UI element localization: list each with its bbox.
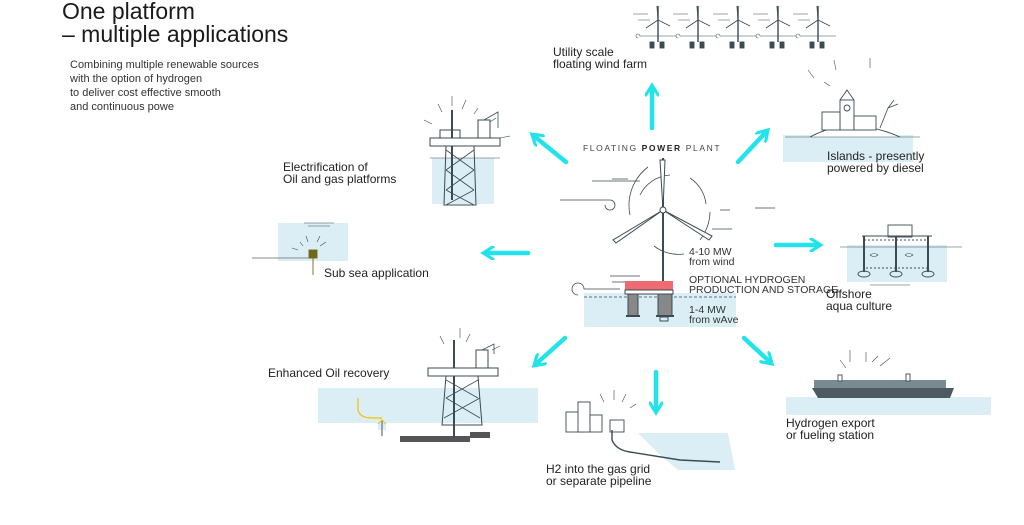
- arrow-up-right: [735, 132, 766, 165]
- subtitle-line: Combining multiple renewable sources: [70, 59, 259, 71]
- label-oil-gas: Electrification of Oil and gas platforms: [283, 160, 397, 186]
- island-illustration: [783, 58, 920, 162]
- hydrogen-label: OPTIONAL HYDROGEN PRODUCTION AND STORAGE: [689, 274, 839, 296]
- wave-power-source: from wAve: [689, 314, 739, 326]
- wind-turbine: [753, 5, 796, 49]
- label-line: Offshore: [826, 287, 872, 301]
- label-line: Sub sea application: [324, 266, 429, 280]
- oil-recovery-illustration: [318, 328, 538, 442]
- label-line: Hydrogen export: [786, 416, 875, 430]
- hydrogen-line-1: OPTIONAL HYDROGEN: [689, 274, 806, 286]
- label-line: Islands - presently: [827, 149, 925, 163]
- wind-turbine: [793, 5, 836, 49]
- wind-farm-illustration: [633, 5, 836, 49]
- label-line: Utility scale: [553, 45, 614, 59]
- floating-power-plant-heading: FLOATING POWER PLANT: [583, 143, 721, 153]
- wave-power-value: 1-4 MW: [689, 304, 726, 316]
- floating-power-plant-illustration: [560, 158, 775, 327]
- oil-gas-platform-illustration: [423, 96, 511, 206]
- label-line: floating wind farm: [553, 56, 648, 71]
- label-line: H2 into the gas grid: [546, 462, 651, 476]
- aquaculture-illustration: [840, 224, 962, 286]
- heading-word-bold: POWER: [641, 143, 682, 153]
- label-line: or fueling station: [786, 427, 875, 442]
- wind-turbine: [673, 5, 716, 49]
- label-oil-recovery: Enhanced Oil recovery: [268, 366, 390, 380]
- wind-power-source: from wind: [689, 256, 735, 268]
- subtitle-line: with the option of hydrogen: [70, 73, 203, 85]
- wind-turbine: [633, 5, 676, 49]
- page-title: One platform – multiple applications: [62, 0, 288, 46]
- ship-illustration: [786, 350, 991, 415]
- subtitle-line: to deliver cost effective smooth: [70, 87, 221, 99]
- label-line: Electrification of: [283, 160, 368, 174]
- label-line: powered by diesel: [827, 160, 924, 175]
- label-subsea: Sub sea application: [324, 266, 429, 280]
- label-export: Hydrogen export or fueling station: [786, 416, 875, 442]
- wind-power-label: 4-10 MW from wind: [689, 246, 735, 268]
- hydrogen-line-2: PRODUCTION AND STORAGE: [689, 284, 839, 296]
- subsea-illustration: [252, 222, 348, 275]
- gas-grid-illustration: [565, 390, 735, 470]
- subtitle-line: and continuous powe: [70, 101, 174, 113]
- label-wind-farm: Utility scale floating wind farm: [553, 45, 648, 71]
- wave-power-label: 1-4 MW from wAve: [689, 304, 739, 326]
- label-line: Enhanced Oil recovery: [268, 366, 390, 380]
- label-line: Oil and gas platforms: [283, 171, 397, 186]
- arrow-down-right: [741, 335, 770, 362]
- arrow-up-left: [534, 136, 569, 165]
- arrows: [486, 88, 818, 410]
- title-line-1: One platform: [62, 0, 195, 24]
- label-islands: Islands - presently powered by diesel: [827, 149, 925, 175]
- label-line: aqua culture: [826, 298, 893, 313]
- label-gas-grid: H2 into the gas grid or separate pipelin…: [546, 462, 652, 488]
- arrow-down-left: [536, 335, 568, 364]
- label-aquaculture: Offshore aqua culture: [826, 287, 893, 313]
- hydrogen-storage-block: [625, 281, 673, 290]
- label-line: or separate pipeline: [546, 473, 652, 488]
- heading-word: PLANT: [685, 143, 722, 153]
- page-subtitle: Combining multiple renewable sources wit…: [70, 58, 330, 114]
- wind-power-value: 4-10 MW: [689, 246, 732, 258]
- heading-word: FLOATING: [583, 143, 638, 153]
- title-line-2: – multiple applications: [62, 21, 289, 47]
- wind-turbine: [713, 5, 756, 49]
